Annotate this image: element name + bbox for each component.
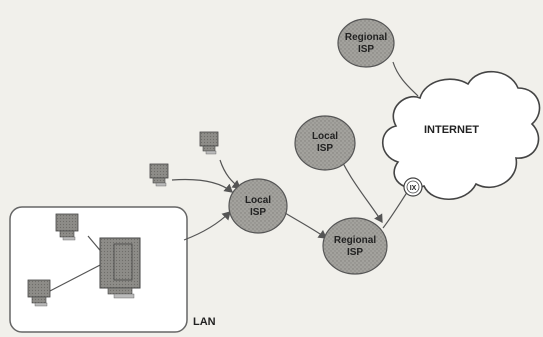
lan-link-1 <box>47 262 105 293</box>
computer-icon <box>149 163 169 187</box>
local-isp-center-line2: ISP <box>250 207 266 218</box>
computer-icon <box>199 131 219 155</box>
regional-isp-top-line1: Regional <box>345 32 387 43</box>
regional-isp-top-line2: ISP <box>358 44 374 55</box>
local-isp-upper: Local ISP <box>294 115 356 171</box>
local-isp-center-line1: Local <box>245 195 271 206</box>
server-icon <box>99 237 141 299</box>
internet-label: INTERNET <box>424 124 479 136</box>
regional-isp-bottom-line2: ISP <box>347 247 363 258</box>
lan-box <box>9 206 188 333</box>
computer-icon <box>27 279 51 307</box>
regional-isp-bottom-line1: Regional <box>334 235 376 246</box>
local-isp-upper-line2: ISP <box>317 143 333 154</box>
link-lan-to-local-isp <box>183 211 231 241</box>
internet-cloud <box>382 70 541 200</box>
local-isp-upper-line1: Local <box>312 131 338 142</box>
link-pc-top-to-local-isp <box>219 159 241 189</box>
lan-label: LAN <box>193 316 216 328</box>
ix-node: IX <box>403 177 423 197</box>
local-isp-center: Local ISP <box>228 178 288 234</box>
link-regional-bottom-to-ix <box>382 187 411 229</box>
link-regional-top-to-internet <box>392 61 419 97</box>
link-pc-mid-to-local-isp <box>171 178 233 193</box>
link-local-isp-to-regional-isp <box>279 209 327 239</box>
regional-isp-top: Regional ISP <box>337 18 395 68</box>
ix-label: IX <box>410 185 417 192</box>
computer-icon <box>55 213 79 241</box>
regional-isp-bottom: Regional ISP <box>322 217 388 275</box>
